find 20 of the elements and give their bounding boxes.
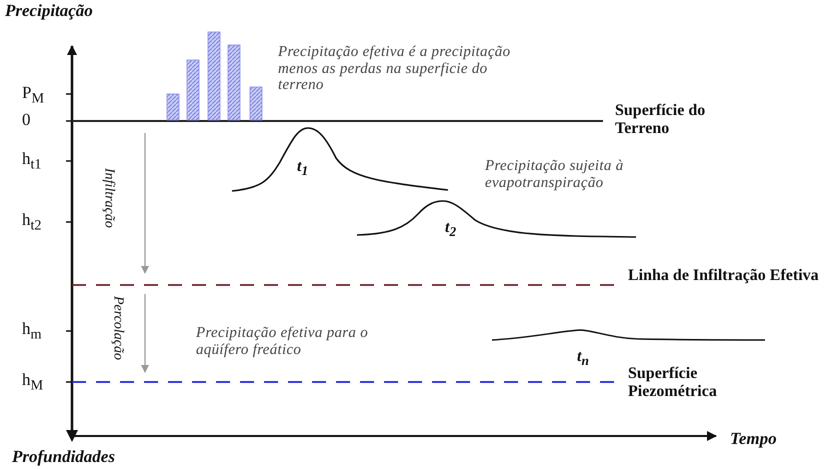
boundary-label: Superfície Piezométrica (628, 365, 718, 400)
process-label: Infiltração (101, 168, 116, 228)
tick-label: P$_{M}$ (22, 84, 44, 107)
tick-label: h$_{m}$ (22, 320, 42, 343)
axis-title: Tempo (730, 430, 777, 449)
boundary-label: Superfície do Terreno (615, 102, 706, 138)
curve-label: t$_{n}$ (577, 348, 589, 369)
axis-title: Precipitação (5, 2, 93, 21)
annotation-text: Precipitação sujeita à evapotranspiração (485, 158, 625, 191)
process-label: Percolação (110, 296, 126, 360)
annotation-text: Precipitação efetiva para o aqüífero freático (196, 325, 370, 358)
curve-label: t$_{1}$ (297, 158, 308, 179)
tick-label: 0 (22, 111, 30, 130)
annotation-text: Precipitação efetiva é a precipitação menos as perdas na superficie do terreno (278, 44, 512, 94)
tick-label: h$_{t1}$ (22, 150, 42, 173)
axis-title: Profundidades (12, 448, 115, 467)
boundary-label: Linha de Infiltração Efetiva (628, 267, 820, 285)
curve-label: t$_{2}$ (445, 219, 456, 240)
tick-label: h$_{M}$ (22, 371, 44, 394)
tick-label: h$_{t2}$ (22, 211, 42, 234)
